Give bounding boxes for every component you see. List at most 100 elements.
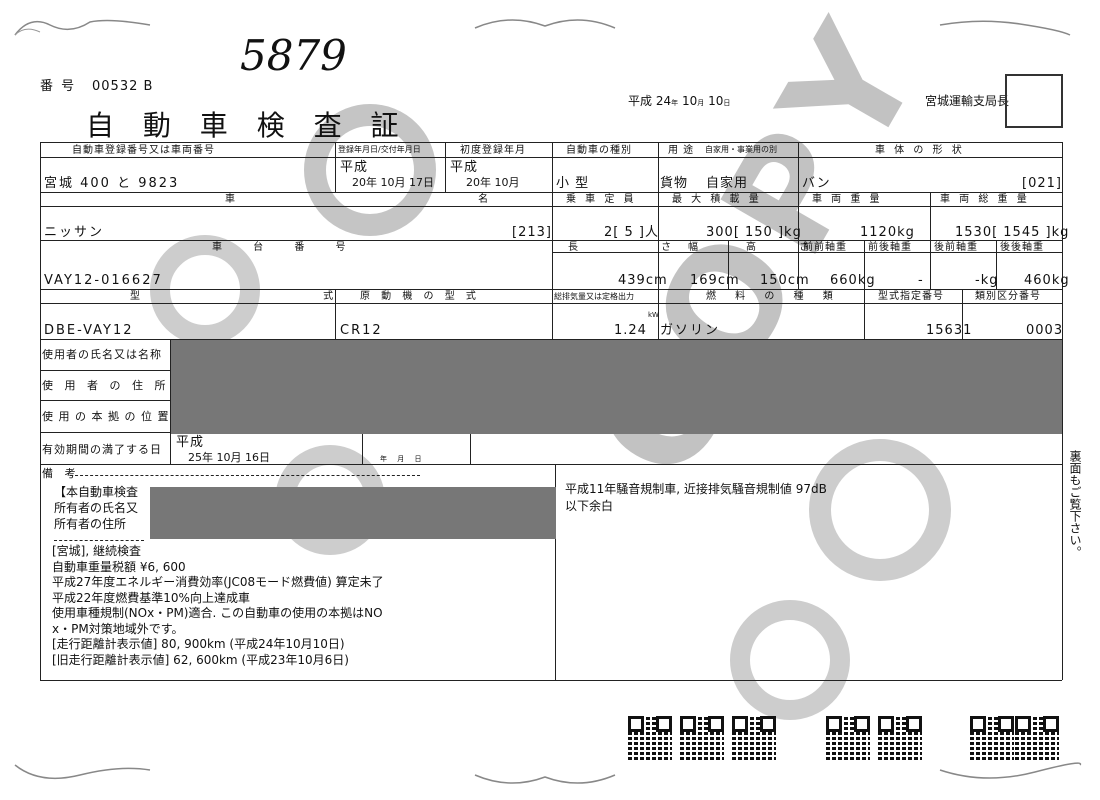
remarks-body-line: 使用車種規制(NOx・PM)適合. この自動車の使用の本拠はNO: [52, 606, 383, 620]
remarks-body: [宮城], 継続検査 自動車重量税額 ¥6, 600 平成27年度エネルギー消費…: [52, 545, 552, 669]
header-fuel: 燃 料 の 種 類: [706, 291, 841, 302]
length-value: 439cm: [618, 273, 668, 288]
remarks-body-line: [走行距離計表示値] 80, 900km (平成24年10月10日): [52, 637, 345, 651]
vehicle-kind-value: 小 型: [556, 176, 590, 191]
remarks-body-line: 平成22年度燃費基準10%向上達成車: [52, 590, 250, 605]
header-type-number: 型式指定番号: [878, 291, 944, 302]
header-first-year: 初度登録年月: [460, 145, 526, 156]
header-capacity: 乗 車 定 員: [566, 194, 637, 205]
reg-number-value: 宮城 400 と 9823: [44, 176, 180, 191]
header-reg-number: 自動車登録番号又は車両番号: [72, 145, 215, 156]
first-era-value: 平成: [450, 160, 479, 175]
qr-code: [1015, 716, 1059, 760]
rf-axle-value: -kg: [975, 273, 999, 288]
maker-value: ニッサン: [44, 225, 105, 240]
header-max-load: 最 大 積 載 量: [672, 194, 762, 205]
header-weight: 車 両 重 量: [812, 194, 883, 205]
header-expiry: 有効期間の満了する日: [42, 443, 162, 456]
fr-axle-value: -: [918, 273, 924, 288]
category-number-value: 0003: [1026, 323, 1064, 338]
engine-value: CR12: [340, 323, 383, 338]
redaction-owner-block: [150, 487, 556, 539]
bottom-right-ornament: [939, 762, 1082, 779]
header-length: 長 さ: [568, 242, 712, 253]
header-vehicle-kind: 自動車の種別: [566, 145, 632, 156]
header-user-address: 使 用 者 の 住 所: [42, 379, 170, 392]
header-height: 高 さ: [746, 242, 830, 253]
issuer-name: 宮城運輸支局長: [925, 94, 1010, 108]
qr-code: [878, 716, 922, 760]
displacement-value: 1.24: [614, 323, 647, 338]
first-date-value: 20年 10月: [466, 176, 520, 189]
header-business: 自家用・事業用の別: [705, 145, 777, 154]
remarks-line1: 【本自動車検査: [54, 485, 139, 499]
chassis-value: VAY12-016627: [44, 273, 163, 288]
usage-value: 貨物: [660, 176, 689, 191]
business-value: 自家用: [706, 176, 749, 191]
capacity-value: 2[ 5 ]人: [604, 225, 659, 240]
body-code-value: [021]: [1022, 176, 1062, 191]
header-remarks: 備 考: [42, 467, 80, 480]
fuel-value: ガソリン: [660, 323, 721, 338]
doc-number-value: 00532 B: [92, 79, 154, 94]
gross-weight-value: 1530[ 1545 ]kg: [955, 225, 1070, 240]
remarks-body-line: 平成27年度エネルギー消費効率(JC08モード燃費値) 算定未了: [52, 575, 384, 589]
model-value: DBE-VAY12: [44, 323, 134, 338]
top-center-ornament: [474, 19, 616, 29]
width-value: 169cm: [690, 273, 740, 288]
header-usage: 用 途: [668, 145, 695, 156]
header-maker: 車 名: [225, 194, 609, 205]
document-title: 自 動 車 検 査 証: [86, 109, 409, 142]
header-base-location: 使 用 の 本 拠 の 位 置: [42, 410, 170, 423]
type-number-value: 15631: [926, 323, 973, 338]
expiry-blank: 年 月 日: [380, 455, 426, 463]
ff-axle-value: 660kg: [830, 273, 876, 288]
top-left-ornament: [14, 19, 151, 36]
bottom-center-ornament: [474, 774, 616, 784]
qr-code: [680, 716, 724, 760]
header-first-reg: 登録年月日/交付年月日: [338, 145, 421, 154]
remarks-line2: 所有者の氏名又: [54, 501, 139, 515]
official-seal: [1005, 74, 1063, 128]
remarks-body-line: 自動車重量税額 ¥6, 600: [52, 559, 186, 574]
handwritten-number: 5879: [240, 31, 347, 80]
header-rf-axle: 後前軸重: [934, 242, 978, 253]
header-gross-weight: 車 両 総 重 量: [940, 194, 1030, 205]
displacement-unit: kW: [648, 311, 659, 319]
header-width: 幅: [688, 242, 701, 253]
qr-code: [970, 716, 1014, 760]
header-model: 型 式: [130, 291, 424, 302]
header-user-name: 使用者の氏名又は名称: [42, 348, 162, 361]
header-fr-axle: 前後軸重: [868, 242, 912, 253]
expiry-date: 25年 10月 16日: [188, 451, 270, 464]
max-load-value: 300[ 150 ]kg: [706, 225, 802, 240]
header-chassis: 車 台 番 号: [212, 242, 360, 253]
weight-value: 1120kg: [860, 225, 915, 240]
expiry-era: 平成: [176, 435, 205, 450]
doc-number-label: 番 号: [40, 79, 77, 94]
header-engine: 原 動 機 の 型 式: [360, 291, 480, 302]
bottom-left-ornament: [14, 764, 151, 780]
remarks-body-line: [宮城], 継続検査: [52, 544, 141, 558]
height-value: 150cm: [760, 273, 810, 288]
redaction-user-block: [171, 340, 1062, 434]
body-shape-value: バン: [802, 176, 831, 191]
remarks-body-line: [旧走行距離計表示値] 62, 600km (平成23年10月6日): [52, 652, 349, 667]
header-ff-axle: 前前軸重: [803, 242, 847, 253]
side-note: 裏面もご覧下さい。: [1068, 450, 1082, 558]
header-body-shape: 車 体 の 形 状: [875, 145, 965, 156]
rr-axle-value: 460kg: [1024, 273, 1070, 288]
header-displacement: 総排気量又は定格出力: [554, 292, 634, 301]
reg-era-value: 平成: [340, 160, 369, 175]
issue-date: 平成 24年 10月 10日: [628, 94, 731, 108]
header-rr-axle: 後後軸重: [1000, 242, 1044, 253]
qr-code: [826, 716, 870, 760]
top-right-ornament: [939, 20, 1071, 36]
remarks-line3: 所有者の住所: [54, 517, 127, 531]
qr-code: [732, 716, 776, 760]
header-category-number: 類別区分番号: [975, 291, 1041, 302]
reg-date-value: 20年 10月 17日: [352, 176, 434, 189]
remarks-right-line: 平成11年騒音規制車, 近接排気騒音規制値 97dB: [565, 482, 827, 496]
qr-code: [628, 716, 672, 760]
maker-code-value: [213]: [512, 225, 552, 240]
